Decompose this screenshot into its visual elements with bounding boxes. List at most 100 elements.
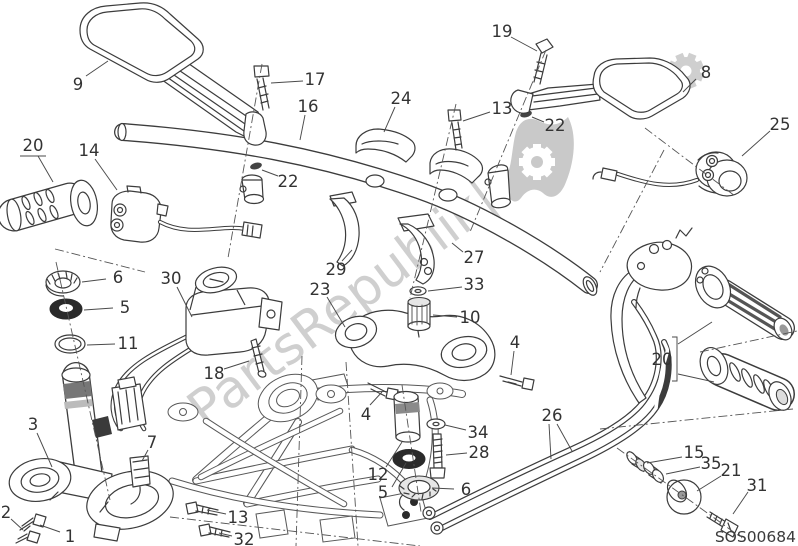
hose-banjo-fitting [422, 506, 436, 520]
ignition-switch [92, 266, 283, 505]
brake-lever-assembly [610, 227, 693, 404]
leader-line-2 [10, 518, 24, 531]
leader-line-32 [218, 532, 233, 537]
leader-line-33 [427, 286, 463, 292]
brake-lever-blade [610, 267, 647, 404]
leader-line-1 [39, 524, 61, 533]
part-callout-18: 18 [204, 364, 225, 383]
part-callout-19: 19 [492, 22, 513, 41]
part-callout-22: 22 [278, 172, 299, 191]
leader-line-4 [510, 350, 515, 376]
leader-line-27 [451, 242, 464, 253]
part-callout-15: 15 [684, 443, 705, 462]
mirror-mount-right [484, 110, 532, 209]
part-callout-21: 21 [721, 461, 742, 480]
leader-line-7 [141, 449, 149, 462]
leader-lines [10, 36, 771, 537]
bearing-6 [398, 475, 440, 501]
upper-triple-clamp [334, 286, 535, 401]
part-callout-25: 25 [770, 115, 791, 134]
part-callout-28: 28 [469, 443, 490, 462]
leader-line-24 [383, 106, 396, 133]
stud-18 [250, 338, 267, 378]
switch-connector [600, 167, 618, 182]
part-callout-12: 12 [368, 465, 389, 484]
construction-lines [54, 49, 798, 546]
leader-line-34 [444, 424, 467, 431]
part-callout-13: 13 [492, 99, 513, 118]
part-callout-1: 1 [65, 527, 76, 546]
connector-7 [129, 455, 151, 488]
part-callout-24: 24 [391, 89, 412, 108]
leader-line-13 [206, 509, 227, 515]
part-callout-11: 11 [118, 334, 139, 353]
part-callout-23: 23 [310, 280, 331, 299]
part-callout-32: 32 [234, 530, 255, 546]
wiring-connector-small [92, 416, 112, 438]
frame-boss [167, 402, 199, 422]
leader-line-12 [385, 441, 403, 468]
leader-line-22 [261, 169, 279, 177]
part-callout-31: 31 [747, 476, 768, 495]
leader-line-29 [341, 249, 353, 262]
riser-right-27 [397, 213, 435, 285]
leader-line-6 [431, 487, 455, 490]
part-callouts: 1234455667891011121313141516171819202021… [1, 22, 791, 546]
part-callout-5: 5 [120, 298, 131, 317]
part-callout-4: 4 [510, 333, 521, 352]
bolt-28 [429, 433, 446, 479]
watermark-gear-icon [519, 144, 555, 180]
part-callout-4: 4 [361, 405, 372, 424]
part-callout-17: 17 [305, 70, 326, 89]
leader-line-10 [432, 314, 458, 318]
sleeve-12 [393, 390, 421, 443]
part-callout-22: 22 [545, 116, 566, 135]
part-callout-7: 7 [147, 433, 158, 452]
bolt-19 [533, 38, 554, 85]
clamp-bolt-2 [15, 530, 41, 544]
part-callout-16: 16 [298, 97, 319, 116]
bolt-32 [198, 523, 231, 538]
leader-line-5 [83, 307, 114, 311]
mirror-mount-left [239, 162, 265, 205]
part-callout-10: 10 [460, 308, 481, 327]
leader-line-28 [445, 452, 468, 456]
left-switchgear [110, 185, 263, 243]
leader-line-16 [299, 114, 306, 141]
leader-line-11 [86, 343, 116, 346]
part-callout-27: 27 [464, 248, 485, 267]
frame-boss [315, 384, 347, 404]
steering-stem-top [61, 367, 91, 383]
leader-line-35 [665, 466, 701, 475]
leader-line-23 [326, 296, 346, 328]
leader-line-18 [223, 360, 250, 370]
left-grip [0, 179, 99, 232]
part-callout-20: 20 [652, 350, 673, 369]
leader-line-6 [81, 278, 107, 283]
leader-line-5 [391, 462, 407, 488]
right-grip [699, 347, 795, 411]
leader-line-26 [556, 423, 573, 452]
leader-line-20 [677, 373, 715, 383]
part-callout-6: 6 [461, 480, 472, 499]
frame-beams [168, 383, 466, 519]
left-mirror [79, 2, 267, 146]
lower-triple-clamp [8, 458, 174, 544]
leader-line-17 [270, 80, 304, 84]
leader-line-9 [85, 60, 109, 77]
part-callout-5: 5 [378, 483, 389, 502]
part-callout-34: 34 [468, 423, 489, 442]
throttle-assembly [694, 265, 795, 341]
control-hoses [398, 299, 672, 535]
right-mirror-glass [592, 57, 691, 120]
leader-line-20 [677, 321, 713, 345]
leader-line-25 [741, 130, 771, 157]
right-switchgear [592, 151, 748, 197]
callout-bracket-20 [672, 336, 678, 382]
leader-line-19 [510, 36, 538, 52]
leader-line-26 [548, 423, 552, 460]
steering-column [45, 270, 104, 498]
part-callout-14: 14 [79, 141, 100, 160]
